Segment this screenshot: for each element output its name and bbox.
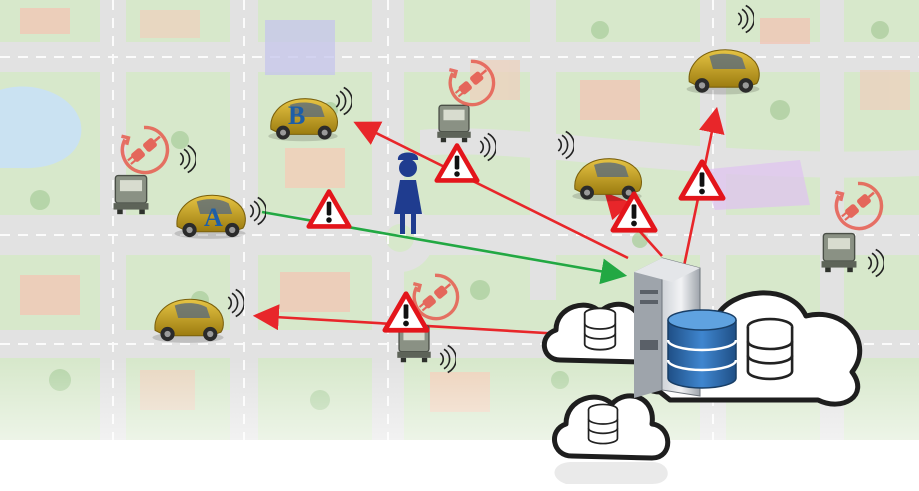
car-b-label: B: [288, 101, 305, 130]
communication-links: [252, 106, 725, 338]
city-map: [0, 0, 919, 440]
link-to-car-b: [353, 121, 629, 260]
charging-station-icon: [820, 232, 858, 273]
charging-station-icon: [112, 174, 150, 215]
database-icon: [587, 403, 619, 445]
car-a: A: [173, 194, 266, 240]
charging-station-icon: [436, 104, 472, 143]
vehicles: B A: [151, 4, 761, 344]
car-a-label: A: [204, 203, 223, 232]
pedestrian-icon: [394, 152, 422, 234]
car-b: B: [267, 86, 352, 142]
database-icon: [583, 307, 617, 351]
database-icon: [746, 317, 794, 381]
database-icon: [666, 309, 738, 389]
cloud-infrastructure: [542, 257, 863, 484]
